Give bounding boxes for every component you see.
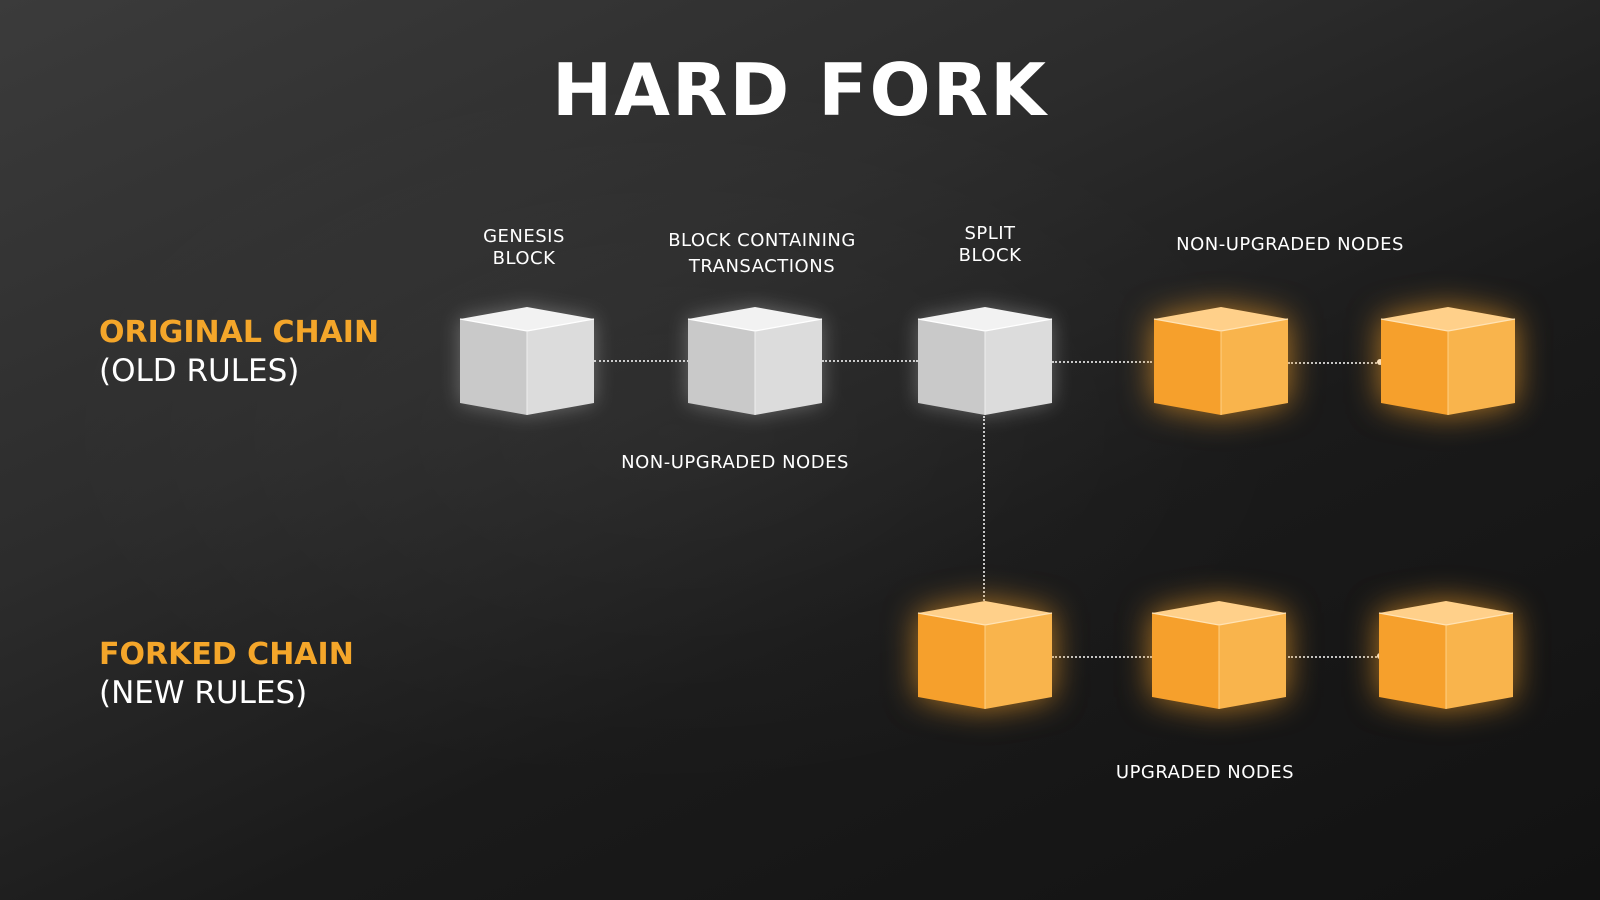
transactions-block-cube: [687, 307, 823, 415]
split-block-cube: [917, 307, 1053, 415]
connector-split-to-node-1: [1052, 361, 1152, 363]
connector-genesis-to-transactions: [594, 360, 689, 362]
original-chain-label: ORIGINAL CHAIN (OLD RULES): [99, 314, 379, 390]
non-upgraded-nodes-label-top: NON-UPGRADED NODES: [1176, 234, 1404, 255]
connector-fork-1-to-fork-2: [1052, 656, 1152, 658]
upgraded-node-cube: [1378, 601, 1514, 709]
connector-node-1-to-node-2: [1288, 362, 1381, 364]
genesis-label-line1: GENESIS: [483, 226, 565, 247]
transactions-block-label: BLOCK CONTAINING TRANSACTIONS: [642, 228, 882, 280]
genesis-block-label: GENESIS BLOCK: [444, 226, 604, 269]
non-upgraded-node-cube: [1153, 307, 1289, 415]
original-chain-rules: (OLD RULES): [99, 352, 300, 389]
transactions-label-line2: TRANSACTIONS: [688, 256, 836, 278]
upgraded-node-cube: [1151, 601, 1287, 709]
genesis-label-line2: BLOCK: [492, 247, 556, 269]
forked-chain-label: FORKED CHAIN (NEW RULES): [99, 636, 354, 712]
genesis-block-cube: [459, 307, 595, 415]
connector-fork-2-to-fork-3: [1288, 656, 1381, 658]
diagram-title: HARD FORK: [552, 48, 1048, 132]
transactions-label-line1: BLOCK CONTAINING: [668, 230, 856, 251]
split-label-line1: SPLIT: [964, 223, 1016, 244]
forked-chain-rules: (NEW RULES): [99, 674, 308, 711]
non-upgraded-node-cube: [1380, 307, 1516, 415]
upgraded-nodes-label: UPGRADED NODES: [1115, 762, 1295, 783]
connector-endpoint-dot: [1377, 359, 1383, 365]
upgraded-node-cube: [917, 601, 1053, 709]
forked-chain-name: FORKED CHAIN: [99, 637, 354, 672]
split-label-line2: BLOCK: [958, 244, 1022, 266]
original-chain-name: ORIGINAL CHAIN: [99, 315, 380, 350]
connector-transactions-to-split: [822, 360, 918, 362]
connector-split-to-fork: [983, 416, 985, 601]
non-upgraded-nodes-label-bottom: NON-UPGRADED NODES: [621, 452, 849, 473]
split-block-label: SPLIT BLOCK: [920, 223, 1060, 266]
